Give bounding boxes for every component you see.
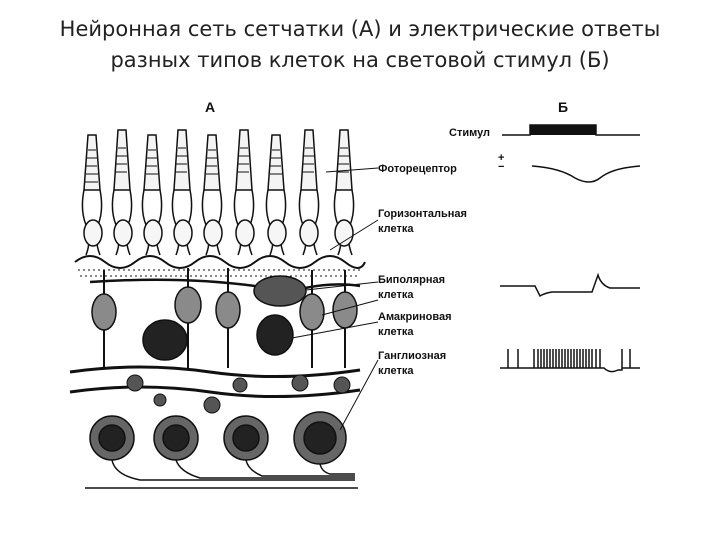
label-photoreceptor: Фоторецептор: [378, 163, 457, 175]
label-horizontal-1: Горизонтальная: [378, 208, 467, 220]
stimulus-bar: [530, 125, 596, 135]
label-amacrine-2: клетка: [378, 326, 414, 338]
label-stimulus: Стимул: [449, 127, 490, 139]
photoreceptor-row: [84, 130, 352, 190]
panel-b-label: Б: [558, 99, 568, 115]
bipolar-cells: [92, 287, 357, 330]
label-ganglion-2: клетка: [378, 365, 414, 377]
inner-plexiform-layer: [70, 367, 360, 397]
horizontal-cell: [254, 276, 306, 306]
amacrine-cell-2: [257, 315, 293, 355]
bipolar-trace: [500, 275, 640, 296]
label-bipolar-2: клетка: [378, 289, 414, 301]
photoreceptor-trace: [532, 166, 640, 182]
label-bipolar-1: Биполярная: [378, 274, 445, 286]
label-horizontal-2: клетка: [378, 223, 414, 235]
retina-network-drawing: [70, 130, 365, 488]
label-amacrine-1: Амакриновая: [378, 311, 452, 323]
response-traces: [500, 125, 640, 372]
photoreceptor-bodies: [82, 190, 353, 255]
amacrine-cell-1: [143, 320, 187, 360]
label-ganglion-1: Ганглиозная: [378, 350, 446, 362]
polarity-minus: −: [498, 161, 504, 173]
ganglion-cells: [90, 412, 346, 464]
ganglion-trace: [500, 349, 640, 372]
panel-a-label: А: [205, 99, 215, 115]
outer-plexiform-band: [75, 256, 365, 268]
